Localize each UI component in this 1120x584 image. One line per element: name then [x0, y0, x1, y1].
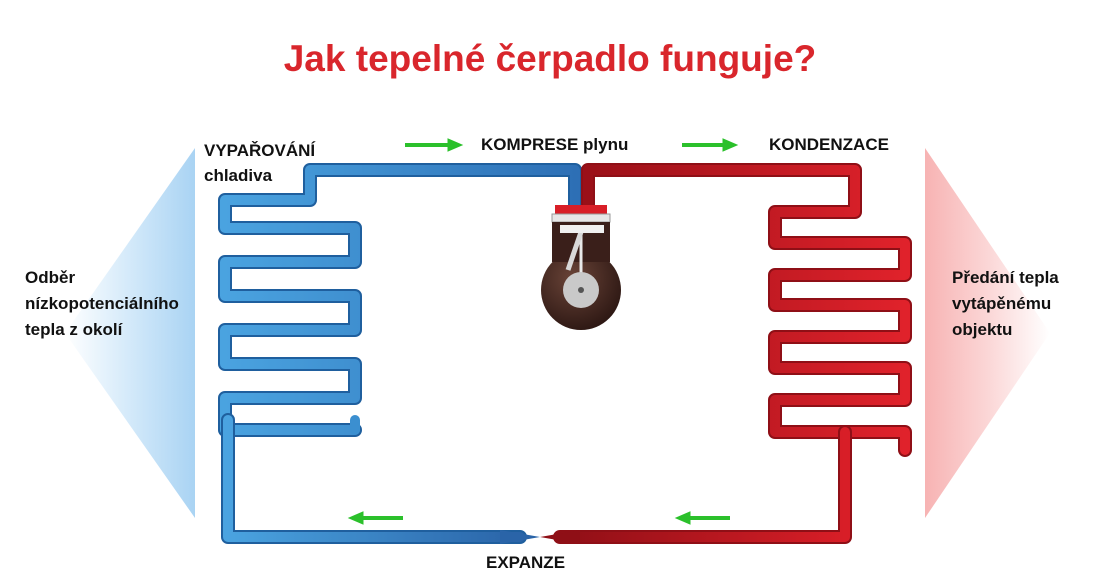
condenser-coil [553, 163, 912, 544]
arrow-to-compression [405, 138, 464, 152]
compressor [541, 205, 621, 330]
label-intake-3: tepla z okolí [25, 320, 123, 339]
page-title: Jak tepelné čerpadlo funguje? [283, 38, 817, 79]
label-output-3: objektu [952, 320, 1013, 339]
label-compression: KOMPRESE plynu [481, 135, 629, 154]
label-intake-1: Odběr [25, 268, 76, 287]
flow-arrows [347, 138, 739, 525]
evaporator-coil [218, 163, 582, 544]
cold-source-glow [65, 148, 195, 518]
label-evaporation-sub: chladiva [204, 166, 273, 185]
arrow-bottom-left [347, 511, 403, 525]
label-intake-2: nízkopotenciálního [25, 294, 179, 313]
arrow-bottom-right [674, 511, 730, 525]
label-output-2: vytápěnému [952, 294, 1052, 313]
label-evaporation: VYPAŘOVÁNÍ [204, 141, 316, 160]
label-expansion: EXPANZE [486, 553, 566, 572]
label-condensation: KONDENZACE [769, 135, 889, 154]
label-output-1: Předání tepla [952, 268, 1059, 287]
heat-output-glow [925, 148, 1050, 518]
expansion-valve [500, 530, 580, 544]
arrow-to-condensation [682, 138, 739, 152]
